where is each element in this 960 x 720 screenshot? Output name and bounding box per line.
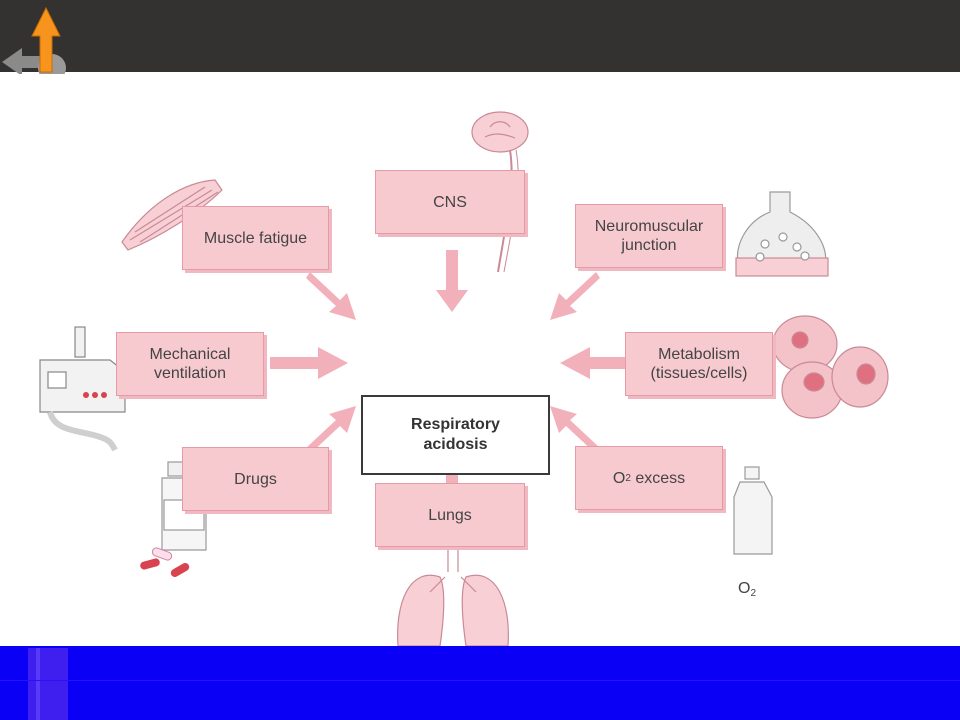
arrow-neuromuscular bbox=[550, 272, 600, 320]
respiratory-acidosis-diagram: Muscle fatigue CNS Neuromuscular junctio… bbox=[0, 72, 960, 646]
respiratory-acidosis-box: Respiratory acidosis bbox=[361, 395, 550, 475]
bottle-label-sub: 2 bbox=[750, 588, 757, 599]
up-arrow-icon[interactable] bbox=[30, 6, 62, 74]
pills-icon bbox=[140, 547, 190, 577]
arrow-o2 bbox=[550, 406, 600, 454]
cns-box: CNS bbox=[375, 170, 525, 234]
arrow-drugs bbox=[306, 406, 356, 454]
bottom-accent bbox=[28, 648, 68, 720]
arrow-metabolism bbox=[560, 347, 625, 379]
arrow-cns bbox=[436, 250, 468, 312]
bottom-accent-line bbox=[36, 648, 40, 720]
neuromuscular-junction-box: Neuromuscular junction bbox=[575, 204, 723, 268]
arrows bbox=[270, 250, 625, 484]
drugs-box: Drugs bbox=[182, 447, 329, 511]
top-bar bbox=[0, 0, 960, 72]
o2-excess-subscript: 2 bbox=[625, 472, 631, 484]
arrow-mechanical bbox=[270, 347, 348, 379]
bottom-divider bbox=[0, 680, 960, 681]
bottle-label-o: O bbox=[738, 580, 751, 597]
metabolism-box: Metabolism (tissues/cells) bbox=[625, 332, 773, 396]
o2-excess-prefix: O bbox=[612, 469, 626, 487]
arrow-muscle bbox=[306, 272, 356, 320]
oxygen-bottle-label: O2 bbox=[738, 580, 756, 599]
lungs-box: Lungs bbox=[375, 483, 525, 547]
mechanical-ventilation-box: Mechanical ventilation bbox=[116, 332, 264, 396]
o2-excess-suffix: excess bbox=[630, 469, 686, 487]
lungs-icon bbox=[397, 542, 509, 646]
bottom-bar bbox=[0, 646, 960, 720]
ventilator-icon bbox=[39, 326, 126, 452]
oxygen-bottle-icon bbox=[733, 466, 773, 555]
muscle-icon bbox=[121, 179, 223, 251]
neuromuscular-junction-icon bbox=[735, 191, 829, 277]
muscle-fatigue-box: Muscle fatigue bbox=[182, 206, 329, 270]
cells-icon bbox=[772, 315, 889, 419]
diagram-graphics bbox=[39, 111, 889, 646]
